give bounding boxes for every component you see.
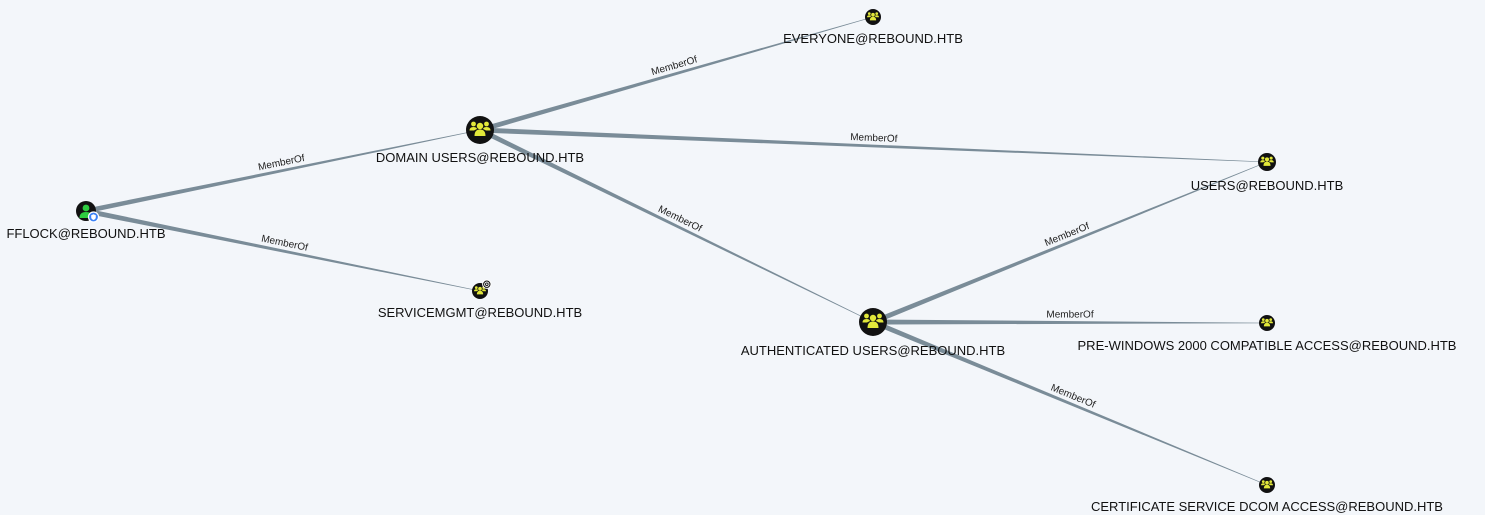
edge-fflock-to-servicemgmt[interactable] <box>85 208 481 292</box>
group-icon <box>1261 318 1273 327</box>
edge-label: MemberOf <box>1046 309 1093 320</box>
node-domain_users[interactable]: DOMAIN USERS@REBOUND.HTB <box>376 116 584 165</box>
node-label: FFLOCK@REBOUND.HTB <box>6 226 165 241</box>
target-icon <box>482 279 492 289</box>
node-label: EVERYONE@REBOUND.HTB <box>783 31 963 46</box>
node-label: DOMAIN USERS@REBOUND.HTB <box>376 150 584 165</box>
node-label: SERVICEMGMT@REBOUND.HTB <box>378 305 582 320</box>
group-icon <box>1261 480 1273 489</box>
group-icon <box>862 313 884 328</box>
edge-auth_users-to-prewin2000[interactable] <box>873 319 1267 325</box>
shield-icon <box>87 211 100 223</box>
edges-layer <box>85 16 1268 486</box>
node-label: USERS@REBOUND.HTB <box>1191 178 1344 193</box>
edge-domain_users-to-users[interactable] <box>479 127 1267 163</box>
group-icon <box>469 121 491 136</box>
node-fflock[interactable]: FFLOCK@REBOUND.HTB <box>6 201 166 241</box>
node-prewin2000[interactable]: PRE-WINDOWS 2000 COMPATIBLE ACCESS@REBOU… <box>1078 315 1457 353</box>
node-label: AUTHENTICATED USERS@REBOUND.HTB <box>741 343 1005 358</box>
group-icon <box>867 12 879 21</box>
group-icon <box>1260 156 1274 166</box>
edge-fflock-to-domain_users[interactable] <box>85 129 481 214</box>
edge-label: MemberOf <box>850 132 898 145</box>
node-users[interactable]: USERS@REBOUND.HTB <box>1191 153 1344 193</box>
edge-domain_users-to-auth_users[interactable] <box>478 127 874 323</box>
node-servicemgmt[interactable]: SERVICEMGMT@REBOUND.HTB <box>378 279 582 320</box>
nodes-layer: FFLOCK@REBOUND.HTB DOMAIN USERS@REBOUND.H… <box>6 9 1456 514</box>
node-label: PRE-WINDOWS 2000 COMPATIBLE ACCESS@REBOU… <box>1078 338 1457 353</box>
edge-domain_users-to-everyone[interactable] <box>479 16 874 133</box>
node-label: CERTIFICATE SERVICE DCOM ACCESS@REBOUND.… <box>1091 499 1443 514</box>
node-everyone[interactable]: EVERYONE@REBOUND.HTB <box>783 9 963 46</box>
edge-auth_users-to-cert_dcom[interactable] <box>872 319 1268 486</box>
node-auth_users[interactable]: AUTHENTICATED USERS@REBOUND.HTB <box>741 308 1005 358</box>
edge-auth_users-to-users[interactable] <box>872 161 1268 325</box>
node-cert_dcom[interactable]: CERTIFICATE SERVICE DCOM ACCESS@REBOUND.… <box>1091 477 1443 514</box>
